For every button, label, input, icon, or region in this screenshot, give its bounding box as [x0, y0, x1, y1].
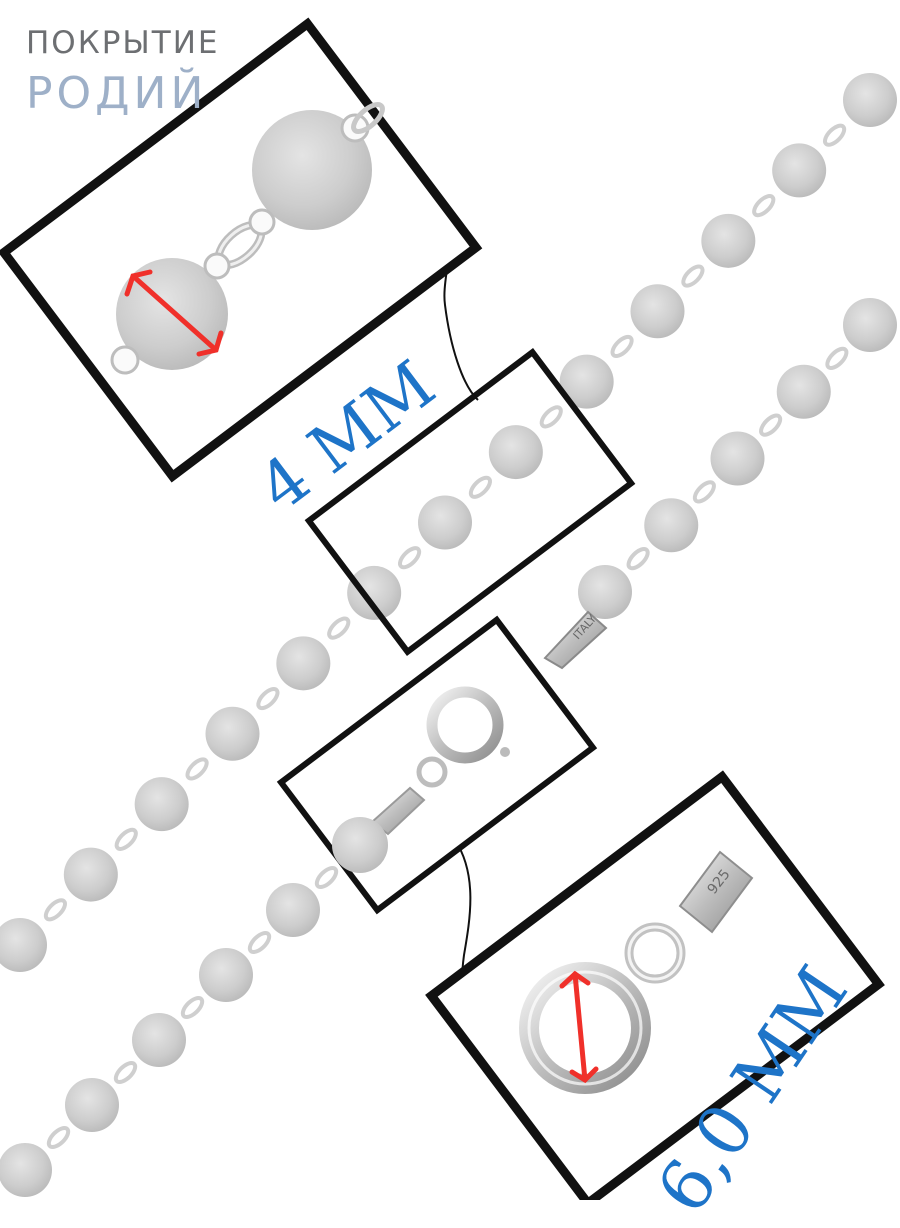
chain-disc: [772, 143, 827, 198]
chain-link: [114, 827, 138, 851]
chain-disc: [65, 1078, 119, 1132]
chain-link: [825, 346, 849, 370]
chain-link: [46, 1126, 71, 1149]
chain-link: [247, 931, 272, 954]
chain-disc: [630, 284, 685, 339]
chain-disc: [199, 948, 253, 1002]
chain-disc: [710, 431, 765, 486]
product-photo: 925 ITALY: [0, 17, 897, 1200]
chain-disc: [776, 364, 831, 419]
disc-chain: [0, 73, 897, 1197]
disc-closeup-box: [0, 17, 483, 483]
chain-disc: [644, 498, 699, 553]
chain-link: [185, 757, 209, 781]
chain-disc: [701, 213, 756, 268]
chain-disc: [132, 1013, 186, 1067]
coating-value: РОДИЙ: [26, 68, 208, 119]
chain-link: [327, 616, 351, 640]
chain-disc: [347, 565, 402, 620]
coating-label: ПОКРЫТИЕ: [26, 25, 220, 61]
chain-disc: [488, 425, 543, 480]
chain-disc: [0, 1143, 52, 1197]
clasp-size-arrow: [559, 970, 599, 1084]
chain-disc: [63, 847, 118, 902]
clasp-detail-box: [276, 615, 598, 915]
chain-link: [759, 413, 783, 437]
chain-link: [398, 546, 422, 570]
disc-size-arrow: [124, 269, 224, 357]
chain-disc: [843, 298, 897, 352]
chain-link: [539, 405, 563, 429]
chain-link: [626, 547, 650, 571]
chain-link: [43, 898, 67, 922]
chain-disc: [266, 883, 320, 937]
chain-link: [823, 123, 847, 147]
chain-link: [113, 1061, 138, 1084]
chain-link: [752, 194, 776, 218]
chain-disc: [843, 73, 897, 127]
clasp-detail-image: [332, 686, 510, 873]
chain-link: [314, 866, 339, 889]
clasp-closeup-box: 925: [425, 770, 885, 1200]
chain-link: [256, 686, 280, 711]
chain-end-tag: ITALY: [543, 610, 608, 670]
chain-link: [681, 264, 705, 288]
chain-disc: [0, 918, 47, 972]
chain-disc: [559, 354, 614, 409]
chain-disc: [418, 495, 472, 550]
chain-disc: [276, 636, 331, 691]
chain-link: [180, 996, 205, 1019]
chain-link: [692, 480, 716, 504]
chain-link: [468, 475, 492, 499]
chain-detail-box: [304, 348, 636, 656]
chain-disc: [134, 777, 189, 832]
chain-link: [610, 334, 634, 359]
chain-disc: [205, 706, 260, 761]
clasp-closeup-image: 925: [519, 850, 754, 1094]
chain-disc: [578, 565, 632, 619]
